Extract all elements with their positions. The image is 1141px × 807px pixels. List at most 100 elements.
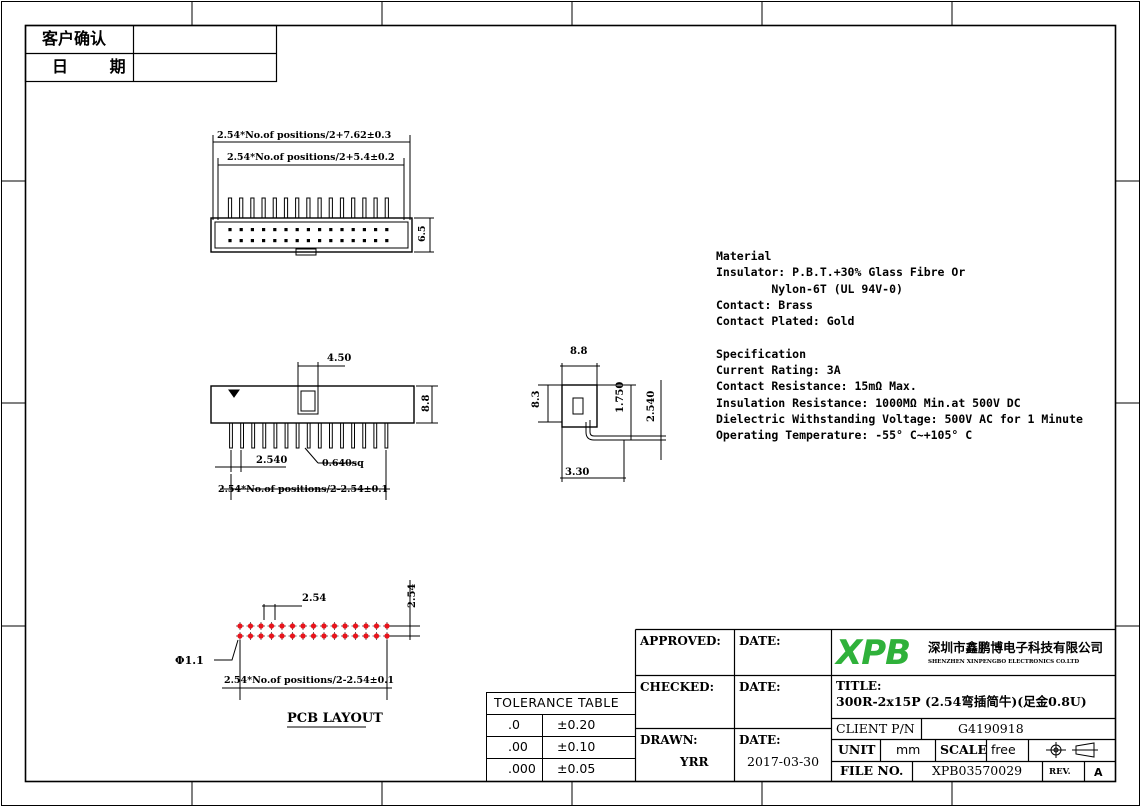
pcb-dim-row: 2.54 — [407, 583, 418, 608]
tolerance-places: .00 — [508, 739, 528, 754]
title-block-grid — [634, 628, 1116, 782]
tolerance-value: ±0.20 — [557, 717, 596, 732]
unit-label: UNIT — [838, 742, 876, 757]
spec-line — [716, 330, 1083, 346]
side-view — [210, 362, 438, 500]
spec-line: Nylon-6T (UL 94V-0) — [716, 281, 903, 296]
spec-line: Dielectric Withstanding Voltage: 500V AC… — [716, 411, 1083, 426]
tolerance-places: .0 — [508, 717, 520, 732]
contact-hole — [329, 239, 333, 243]
pin — [227, 197, 233, 219]
client-pn-value: G4190918 — [958, 721, 1024, 736]
pcb-pad — [258, 633, 264, 639]
pcb-pad — [300, 633, 306, 639]
pin — [306, 197, 311, 219]
pin — [261, 197, 266, 219]
pin — [329, 422, 333, 449]
tolerance-table-title: TOLERANCE TABLE — [494, 695, 620, 710]
contact-hole — [318, 239, 322, 243]
pin — [328, 197, 333, 219]
contact-hole — [351, 228, 355, 232]
company-name-en: SHENZHEN XINPENGBO ELECTRONICS CO.LTD — [928, 659, 1080, 665]
pin — [240, 422, 244, 449]
approved-date-label: DATE: — [739, 634, 781, 648]
pcb-pad — [331, 633, 338, 639]
drawn-date-label: DATE: — [739, 733, 781, 747]
top-dim-inner: 2.54*No.of positions/2+5.4±0.2 — [227, 152, 395, 163]
spec-line: Contact: Brass — [716, 297, 813, 312]
pin — [283, 197, 289, 219]
pcb-pad — [363, 633, 369, 639]
pcb-pad — [289, 623, 296, 629]
end-dim-width: 8.8 — [570, 346, 588, 357]
contact-hole — [351, 239, 355, 243]
spec-line: Specification — [716, 346, 807, 361]
customer-confirm-box — [24, 24, 278, 83]
end-dim-body: 8.3 — [531, 390, 542, 408]
pcb-pad — [289, 633, 296, 639]
approved-label: APPROVED: — [640, 634, 721, 648]
contact-hole — [329, 228, 333, 232]
pcb-pad — [331, 623, 338, 629]
side-dim-span: 2.54*No.of positions/2-2.54±0.1 — [218, 484, 389, 495]
client-pn-label: CLIENT P/N — [836, 721, 915, 736]
pin — [384, 422, 389, 449]
contact-hole — [250, 228, 254, 232]
customer-date-label: 日 期 — [52, 57, 144, 76]
drawn-label: DRAWN: — [640, 733, 698, 747]
pcb-dim-hole: Φ1.1 — [175, 654, 204, 667]
pcb-pad — [279, 633, 285, 639]
pcb-pad — [384, 633, 390, 639]
pin — [317, 422, 322, 449]
pcb-pad — [237, 633, 243, 639]
pcb-pad — [342, 633, 348, 639]
pin — [362, 422, 367, 449]
contact-hole — [239, 228, 243, 232]
contact-hole — [385, 239, 389, 243]
contact-hole — [295, 228, 299, 232]
pcb-pad — [363, 623, 369, 629]
title-label: TITLE: — [836, 679, 882, 693]
contact-hole — [239, 239, 243, 243]
drawn-date: 2017-03-30 — [747, 754, 820, 769]
spec-line: Insulator: P.B.T.+30% Glass Fibre Or — [716, 265, 966, 280]
pcb-pad — [321, 633, 327, 639]
contact-hole — [262, 228, 266, 232]
contact-hole — [228, 239, 232, 243]
spec-line: Operating Temperature: -55° C~+105° C — [716, 428, 973, 443]
side-dim-slot: 4.50 — [327, 353, 352, 364]
end-dim-pitch: 2.540 — [646, 390, 657, 422]
pcb-pad — [352, 623, 359, 629]
top-dim-outer: 2.54*No.of positions/2+7.62±0.3 — [217, 130, 392, 141]
scale-value: free — [991, 742, 1016, 757]
contact-hole — [318, 228, 322, 232]
pcb-pad — [279, 623, 285, 629]
pin — [272, 197, 277, 219]
pin — [295, 422, 300, 449]
pin — [384, 197, 389, 219]
contact-hole — [284, 239, 288, 243]
pcb-pad — [310, 633, 317, 639]
end-dim-pin-height: 1.750 — [615, 381, 626, 413]
projection-symbol-icon — [1046, 742, 1098, 758]
pcb-pad — [373, 623, 380, 629]
unit-value: mm — [896, 742, 921, 757]
customer-confirm-label: 客户确认 — [42, 29, 107, 48]
pcb-dim-span: 2.54*No.of positions/2-2.54±0.1 — [224, 675, 395, 686]
pcb-pad — [258, 623, 264, 629]
top-dim-height: 6.5 — [417, 225, 428, 242]
contact-hole — [228, 228, 232, 232]
contact-hole — [273, 228, 277, 232]
drawn-by: YRR — [680, 755, 709, 769]
contact-hole — [385, 228, 389, 232]
spec-line: Insulation Resistance: 1000MΩ Min.at 500… — [716, 395, 1021, 410]
contact-hole — [250, 239, 254, 243]
pin — [351, 197, 356, 219]
contact-hole — [374, 239, 378, 243]
contact-hole — [362, 239, 366, 243]
pin — [362, 197, 367, 219]
pcb-pad — [352, 633, 359, 639]
side-dim-pitch: 2.540 — [256, 455, 288, 466]
contact-hole — [295, 239, 299, 243]
